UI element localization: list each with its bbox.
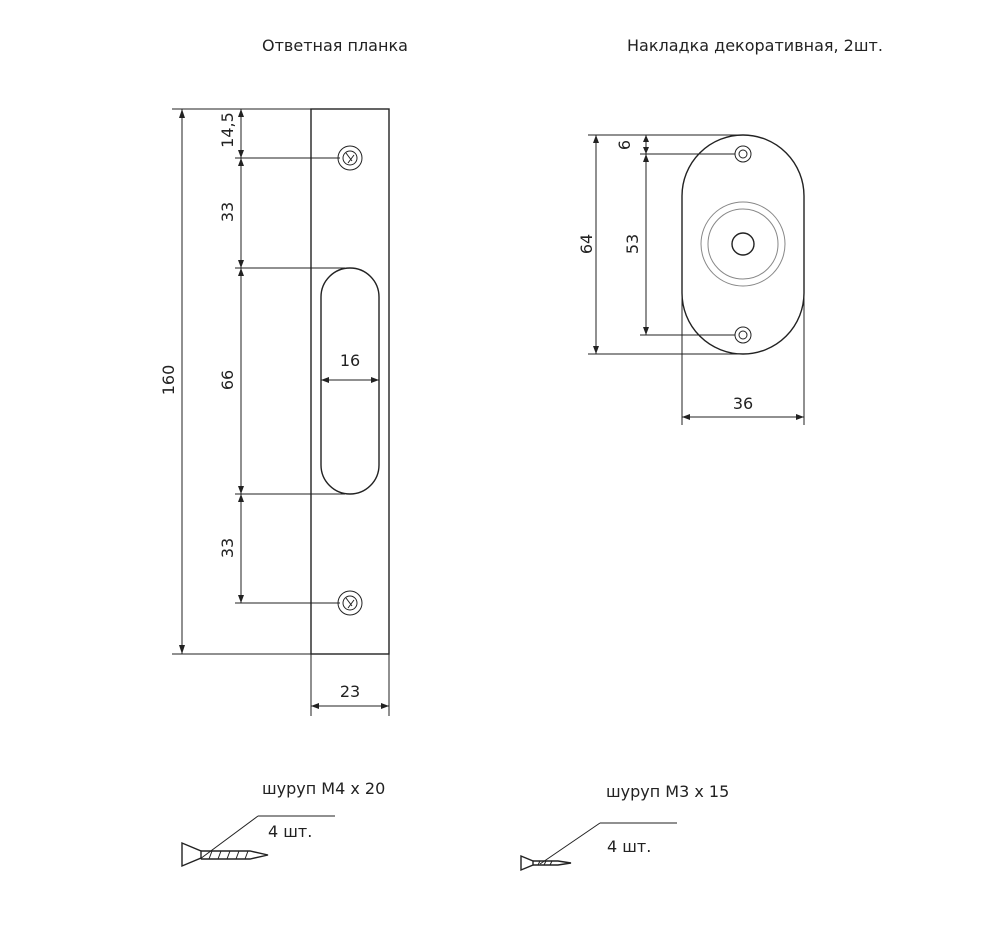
strike-plate: [310, 108, 390, 655]
strike-plate-slot: [320, 267, 380, 495]
escutcheon-title: Накладка декоративная, 2шт.: [627, 36, 883, 55]
dim-escutcheon-total-height: 64: [577, 234, 596, 254]
screw-large-head: [181, 841, 202, 868]
screw-large-qty: 4 шт.: [268, 822, 312, 841]
screw-small-qty: 4 шт.: [607, 837, 651, 856]
dim-strike-slot-length: 66: [218, 370, 237, 390]
dim-strike-plate-width: 23: [340, 682, 360, 701]
escutcheon-hole-bottom: [734, 326, 752, 344]
dim-strike-top-offset: 14,5: [218, 112, 237, 148]
dim-escutcheon-hole-spacing: 53: [623, 234, 642, 254]
screw-small-label: шуруп М3 x 15: [606, 782, 729, 801]
dim-strike-hole-to-slot: 33: [218, 202, 237, 222]
strike-plate-title: Ответная планка: [262, 36, 408, 55]
screw-small: [520, 822, 677, 872]
strike-plate-outline: [310, 108, 390, 655]
escutcheon-rosette-inner: [707, 208, 779, 280]
screw-large-shank: [201, 850, 269, 860]
escutcheon-rosette-outer: [700, 201, 786, 287]
dim-strike-total-height: 160: [159, 365, 178, 396]
screw-large-label: шуруп М4 x 20: [262, 779, 385, 798]
dim-escutcheon-top-offset: 6: [615, 140, 634, 150]
screw-small-shank: [533, 860, 572, 866]
escutcheon-center-hole: [731, 232, 755, 256]
escutcheon-hole-top: [734, 145, 752, 163]
escutcheon-dimensions: [588, 134, 805, 425]
screw-large: [181, 815, 335, 868]
screw-small-head: [520, 854, 534, 872]
escutcheon-outline: [681, 134, 805, 355]
strike-plate-dimensions: [172, 108, 390, 716]
strike-plate-hole-top: [337, 145, 363, 171]
dim-strike-slot-to-hole: 33: [218, 538, 237, 558]
strike-plate-hole-bottom: [337, 590, 363, 616]
dim-escutcheon-width: 36: [733, 394, 753, 413]
escutcheon: [681, 134, 805, 355]
dim-strike-slot-width: 16: [340, 351, 360, 370]
